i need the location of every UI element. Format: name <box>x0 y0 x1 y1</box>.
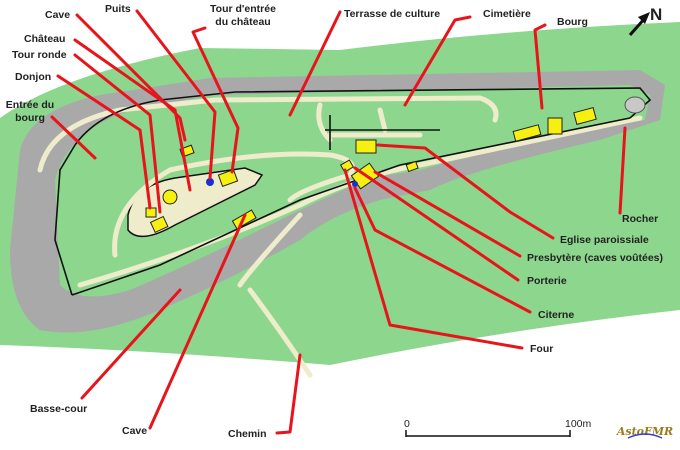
label-basse-cour: Basse-cour <box>30 403 87 415</box>
label-donjon: Donjon <box>15 71 51 83</box>
north-arrow-icon <box>628 12 650 36</box>
label-tour-entree-1: Tour d'entrée <box>210 3 276 15</box>
label-cave-top: Cave <box>45 9 70 21</box>
label-porterie: Porterie <box>527 275 567 287</box>
well-citerne <box>352 181 358 187</box>
road-inner <box>112 151 355 258</box>
label-four: Four <box>530 343 553 355</box>
label-tour-entree-2: du château <box>215 16 270 28</box>
label-tour-ronde: Tour ronde <box>12 49 67 61</box>
scale-bar <box>405 430 571 437</box>
label-cimetiere: Cimetière <box>483 8 531 20</box>
label-bourg: Bourg <box>557 16 588 28</box>
road-chemin <box>237 212 313 378</box>
label-presbytere: Presbytère (caves voûtées) <box>527 252 663 264</box>
north-label: N <box>650 5 662 24</box>
rock <box>624 96 646 114</box>
svg-text:AstoFMR: AstoFMR <box>616 425 673 438</box>
road-outer <box>37 95 499 173</box>
label-cave-bottom: Cave <box>122 425 147 437</box>
label-terrasse: Terrasse de culture <box>344 8 440 20</box>
label-chemin: Chemin <box>228 428 267 440</box>
label-rocher: Rocher <box>622 213 658 225</box>
rampart-south <box>71 117 631 296</box>
road-lower <box>77 115 643 288</box>
logo: AstoFMR <box>616 425 673 439</box>
scale-end: 100m <box>565 418 592 430</box>
callout-lines <box>50 9 627 435</box>
label-chateau: Château <box>24 33 65 45</box>
rampart-west <box>54 144 76 296</box>
label-citerne: Citerne <box>538 309 574 321</box>
label-puits: Puits <box>105 3 131 15</box>
label-entree-bourg-2: bourg <box>15 112 45 124</box>
terrace-wall <box>325 115 440 150</box>
road-terrace <box>316 102 423 143</box>
scale-start: 0 <box>404 418 410 430</box>
label-eglise: Eglise paroissiale <box>560 234 649 246</box>
label-entree-bourg-1: Entrée du <box>6 99 54 111</box>
well-puits <box>206 178 214 186</box>
